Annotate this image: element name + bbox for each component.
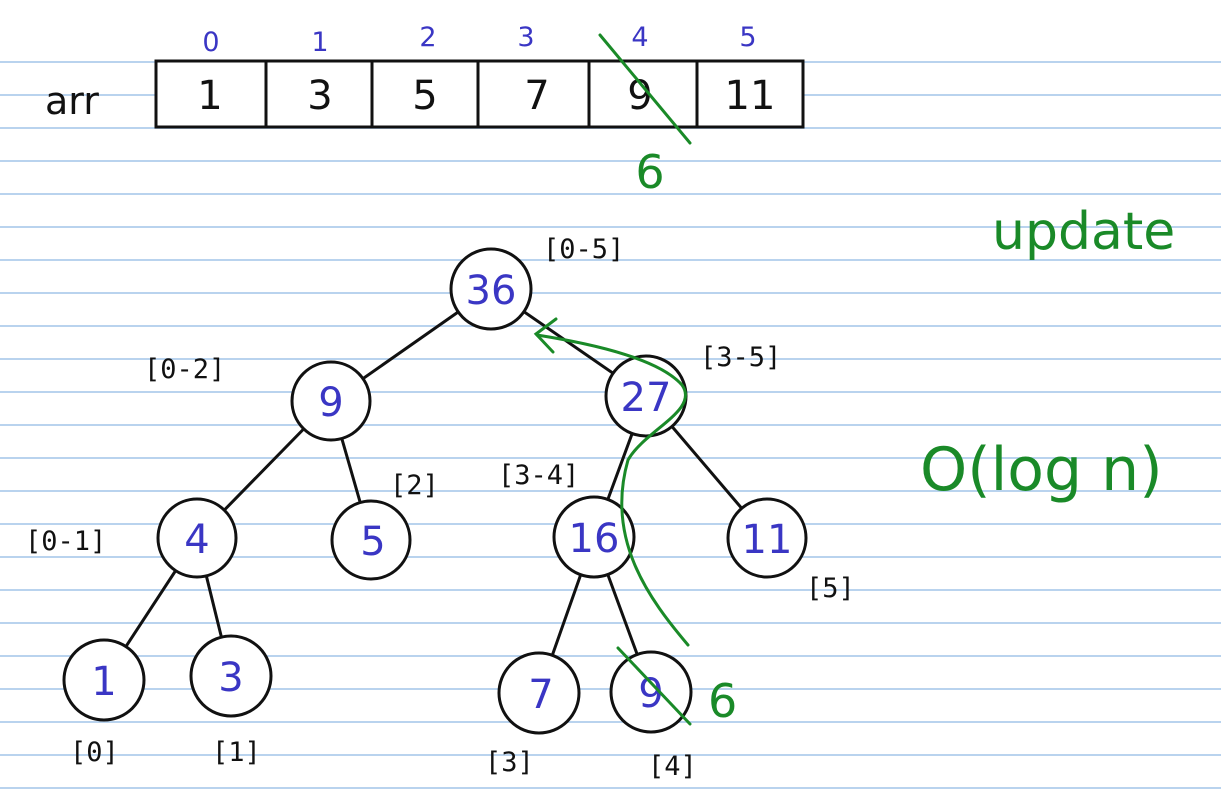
node-value: 1 (91, 659, 116, 705)
array-index: 2 (419, 22, 436, 53)
tree-node: 27 (604, 354, 688, 438)
range-label: [3] (485, 747, 534, 778)
leaf-new-value: 6 (708, 674, 737, 728)
array-value: 5 (412, 73, 437, 119)
leaf-strike-mark (616, 646, 692, 726)
range-label: [0-1] (25, 526, 106, 557)
array-cell (587, 59, 699, 129)
tree-node: 9 (609, 650, 693, 734)
array: arr 0 1 2 3 4 5 1 3 5 7 9 11 6 (45, 22, 805, 199)
array-cell (370, 59, 480, 129)
array-strike-mark (598, 33, 692, 145)
range-label: [3-5] (700, 342, 781, 373)
node-value: 5 (360, 519, 385, 565)
range-label: [4] (648, 751, 697, 782)
range-label: [0-2] (144, 354, 225, 385)
range-label: [0-5] (543, 234, 624, 265)
range-label: [3-4] (498, 460, 579, 491)
update-path: 6 (533, 317, 737, 728)
tree-node: 7 (497, 651, 581, 735)
array-value: 1 (197, 73, 222, 119)
array-value: 7 (524, 73, 549, 119)
array-index: 4 (631, 22, 648, 53)
array-new-value: 6 (635, 145, 664, 199)
array-cell (695, 59, 805, 129)
array-cell (264, 59, 374, 129)
update-path-curve (535, 333, 690, 647)
complexity-note: O(log n) (920, 435, 1163, 505)
tree-node: 5 (330, 499, 412, 581)
array-label: arr (45, 79, 99, 123)
array-cell (476, 59, 591, 129)
range-label: [2] (390, 470, 439, 501)
node-value: 27 (621, 375, 672, 421)
range-label: [1] (212, 737, 261, 768)
ruled-lines (0, 61, 1221, 789)
tree-node: 11 (726, 497, 808, 579)
array-cell (154, 59, 268, 129)
update-title: update (992, 202, 1175, 262)
node-value: 9 (638, 671, 663, 717)
tree-node: 4 (156, 497, 238, 579)
range-label: [0] (70, 737, 119, 768)
node-value: 16 (569, 516, 620, 562)
array-index: 0 (202, 27, 219, 58)
range-label: [5] (806, 573, 855, 604)
tree-node-root: 36 (449, 247, 533, 331)
array-index: 3 (517, 22, 534, 53)
node-value: 7 (528, 672, 553, 718)
node-value: 3 (218, 655, 243, 701)
node-value: 36 (466, 268, 517, 314)
node-value: 9 (318, 380, 343, 426)
tree-node: 1 (62, 638, 146, 722)
arrow-head-icon (533, 317, 558, 354)
array-value: 3 (307, 73, 332, 119)
range-labels: [0-5] [0-2] [3-5] [0-1] [2] [3-4] [5] [0… (25, 234, 855, 782)
node-value: 11 (742, 517, 793, 563)
tree-node: 3 (189, 634, 273, 718)
tree-node: 16 (552, 495, 636, 579)
array-index: 1 (311, 27, 328, 58)
node-value: 4 (184, 517, 209, 563)
array-index: 5 (739, 22, 756, 53)
tree-nodes: 36 9 27 4 5 16 11 1 (62, 247, 808, 735)
array-value: 11 (725, 73, 776, 119)
tree-node: 9 (290, 360, 372, 442)
